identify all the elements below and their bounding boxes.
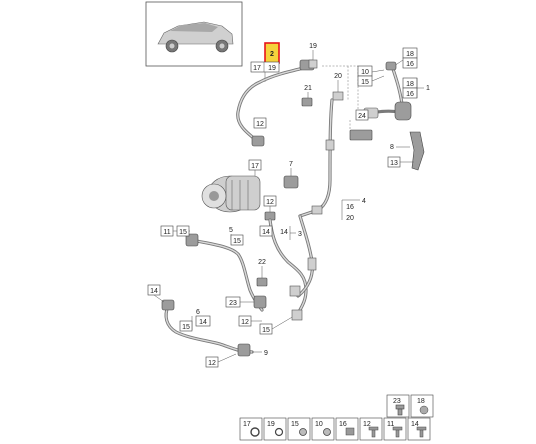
svg-text:21: 21: [304, 85, 312, 92]
callout-24: 24: [349, 109, 373, 141]
svg-text:16: 16: [406, 61, 414, 68]
svg-text:18: 18: [406, 51, 414, 58]
svg-text:18: 18: [406, 81, 414, 88]
svg-text:16: 16: [346, 204, 354, 211]
svg-text:20: 20: [346, 215, 354, 222]
callout-8: 8: [390, 131, 425, 171]
svg-text:13: 13: [390, 160, 398, 167]
svg-text:18: 18: [417, 398, 425, 405]
small-parts-legend-lower: 17 19 15 10 16 12 11 14: [239, 417, 431, 441]
svg-text:12: 12: [256, 121, 264, 128]
upper-ac-hose: [236, 59, 315, 147]
callout-21: 21: [301, 85, 313, 107]
svg-text:10: 10: [315, 421, 323, 428]
svg-text:10: 10: [361, 69, 369, 76]
svg-text:12: 12: [241, 319, 249, 326]
svg-text:24: 24: [358, 113, 366, 120]
svg-text:15: 15: [179, 229, 187, 236]
svg-text:4: 4: [362, 198, 366, 205]
main-ac-line: [298, 98, 335, 218]
callout-group-14-14-3: 14 14 3: [259, 225, 302, 240]
svg-text:12: 12: [363, 421, 371, 428]
svg-text:14: 14: [150, 288, 158, 295]
svg-text:14: 14: [411, 421, 419, 428]
svg-text:6: 6: [196, 309, 200, 316]
callout-group-18-16-1: 18 16 1: [402, 77, 430, 99]
callout-23: 23: [225, 295, 267, 309]
small-parts-legend-upper: 23 18: [386, 394, 434, 418]
callout-11-upper: 11 15: [160, 225, 190, 237]
callout-12-lower: 12: [238, 315, 262, 327]
svg-text:16: 16: [339, 421, 347, 428]
callout-group-10-15: 10 15: [357, 65, 385, 87]
svg-text:5: 5: [229, 227, 233, 234]
callout-22: 22: [256, 259, 268, 287]
svg-text:3: 3: [298, 231, 302, 238]
svg-text:19: 19: [268, 65, 276, 72]
svg-text:22: 22: [258, 259, 266, 266]
callout-9: 9: [252, 350, 268, 357]
svg-text:15: 15: [262, 327, 270, 334]
svg-text:19: 19: [267, 421, 275, 428]
ac-compressor: 17: [201, 159, 262, 213]
callout-group-6-14: 6 14 15: [179, 309, 211, 332]
svg-text:16: 16: [406, 91, 414, 98]
callout-12-upper: 12: [253, 117, 267, 129]
svg-text:12: 12: [266, 199, 274, 206]
callout-19-top: 19: [308, 43, 318, 69]
svg-text:15: 15: [361, 79, 369, 86]
callout-13: 13: [387, 156, 414, 168]
svg-text:17: 17: [253, 65, 261, 72]
vehicle-thumbnail: [145, 1, 243, 67]
svg-text:2: 2: [270, 51, 274, 58]
svg-text:15: 15: [233, 238, 241, 245]
svg-text:12: 12: [208, 360, 216, 367]
callout-12-mid: 12: [263, 195, 277, 221]
lower-left-ac-line: [161, 299, 254, 357]
svg-text:11: 11: [387, 421, 394, 428]
svg-text:23: 23: [229, 300, 237, 307]
svg-text:15: 15: [291, 421, 299, 428]
svg-text:14: 14: [280, 229, 288, 236]
svg-text:14: 14: [199, 319, 207, 326]
svg-text:9: 9: [264, 350, 268, 357]
callout-15-lower: 15: [259, 309, 303, 335]
svg-text:7: 7: [289, 161, 293, 168]
callout-2-highlighted[interactable]: 2: [264, 42, 280, 64]
left-ac-line: [185, 233, 264, 312]
svg-text:20: 20: [334, 73, 342, 80]
callout-20: 20: [322, 65, 359, 120]
svg-text:1: 1: [426, 85, 430, 92]
svg-text:15: 15: [182, 324, 190, 331]
svg-text:23: 23: [393, 398, 401, 405]
svg-text:11: 11: [163, 229, 170, 236]
callout-14-lower: 14: [147, 284, 165, 303]
svg-text:14: 14: [262, 229, 270, 236]
callout-12-bottom: 12: [205, 353, 237, 368]
svg-text:8: 8: [390, 144, 394, 151]
svg-text:17: 17: [251, 163, 259, 170]
callout-group-4-16-20: 4 16 20: [341, 198, 366, 222]
callout-group-18-16-top: 18 16: [393, 47, 418, 69]
middle-ac-line: [268, 214, 317, 312]
svg-text:17: 17: [243, 421, 251, 428]
svg-text:19: 19: [309, 43, 317, 50]
callout-group-5-15: 5 15: [229, 227, 244, 246]
callout-7: 7: [283, 161, 299, 189]
